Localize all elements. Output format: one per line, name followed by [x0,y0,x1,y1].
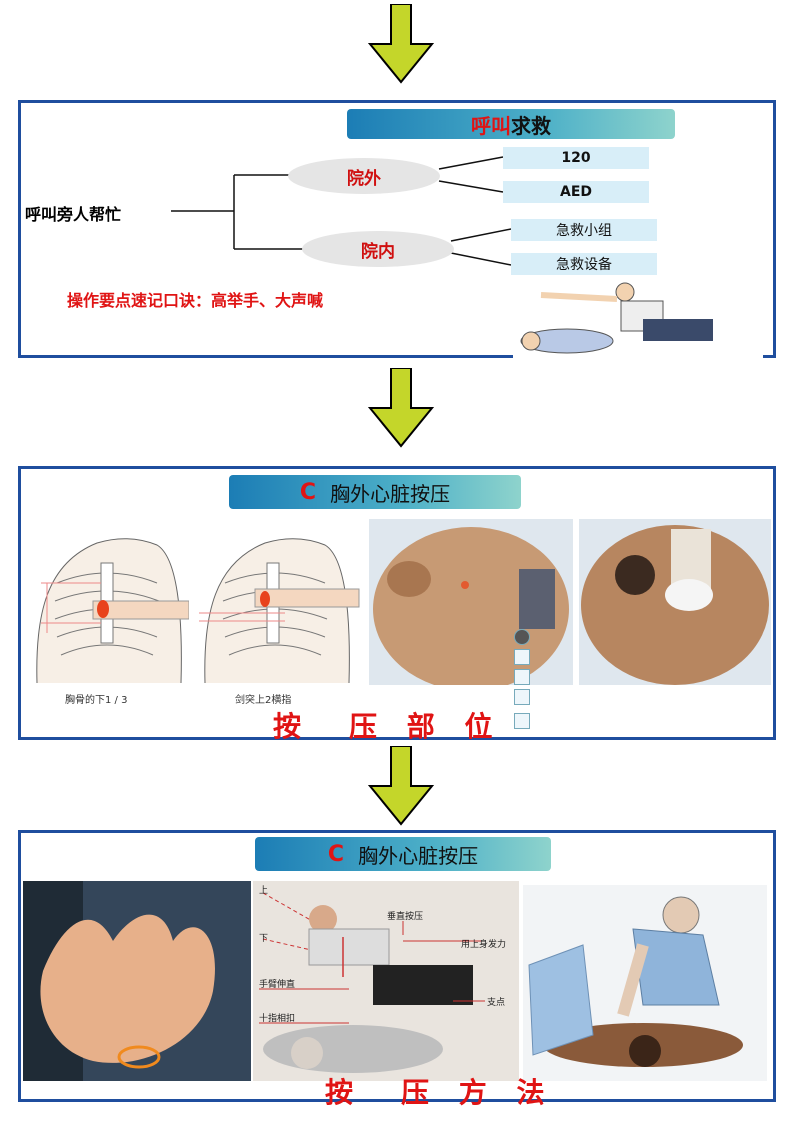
chest-position-photo-1 [369,519,573,685]
cpr-sketch-illustration [523,885,767,1081]
panel3-title-letter: C [327,841,345,867]
label-upper-body: 用上身发力 [461,940,507,950]
panel3-title: C 胸外心脏按压 [255,837,551,871]
compression-position-panel: C 胸外心脏按压 胸骨的下1 / 3 剑突上2横指 [18,466,776,743]
branch-in: 院内 [302,231,454,267]
down-arrow-icon [367,746,435,826]
square-icon[interactable] [514,713,530,729]
chest-compression-photo-2 [579,519,771,685]
label-pivot: 支点 [487,998,506,1008]
label-down: 下 [259,934,269,944]
panel1-title-red: 呼叫 [471,113,511,138]
item-rescue-team: 急救小组 [511,219,657,241]
panel2-bottom-label: 按 压 部 位 [273,710,503,743]
posture-diagram: 上 下 垂直按压 用上身发力 手臂伸直 支点 十指相扣 [253,881,519,1081]
label-arms-straight: 手臂伸直 [259,980,296,990]
layers-icon[interactable] [514,649,530,665]
zoom-out-icon[interactable] [514,629,530,645]
rib-diagram-left [36,538,189,683]
panel1-title: 呼叫求救 [347,109,675,139]
panel2-title-letter: C [299,479,317,505]
caption-left: 胸骨的下1 / 3 [65,695,128,706]
item-120: 120 [503,147,649,169]
panel3-title-text: 胸外心脏按压 [358,843,479,868]
item-aed: AED [503,181,649,203]
caption-right: 剑突上2横指 [235,695,292,706]
root-label: 呼叫旁人帮忙 [25,205,122,224]
rescuer-illustration [513,275,763,359]
pen-icon[interactable] [514,669,530,685]
panel3-bottom-label: 按 压 方 法 [325,1076,555,1109]
tip-text: 操作要点速记口诀：高举手、大声喊 [67,291,324,310]
panel1-title-black: 求救 [511,113,551,138]
rib-diagram-right [199,538,360,683]
call-for-help-panel: 呼叫求救 呼叫旁人帮忙 院外 院内 120 AED 急救小组 急救设备 操作要点… [18,100,776,359]
panel2-title: C 胸外心脏按压 [229,475,521,509]
label-vertical: 垂直按压 [387,912,424,922]
eraser-icon[interactable] [514,689,530,705]
label-fingers: 十指相扣 [259,1014,296,1024]
tree-lines [171,156,512,266]
panel2-title-text: 胸外心脏按压 [330,481,451,506]
down-arrow-icon [367,4,435,84]
down-arrow-icon [367,368,435,448]
branch-out: 院外 [288,158,440,194]
label-up: 上 [259,886,269,896]
item-rescue-equipment: 急救设备 [511,253,657,275]
interlaced-hands-photo [23,881,251,1081]
